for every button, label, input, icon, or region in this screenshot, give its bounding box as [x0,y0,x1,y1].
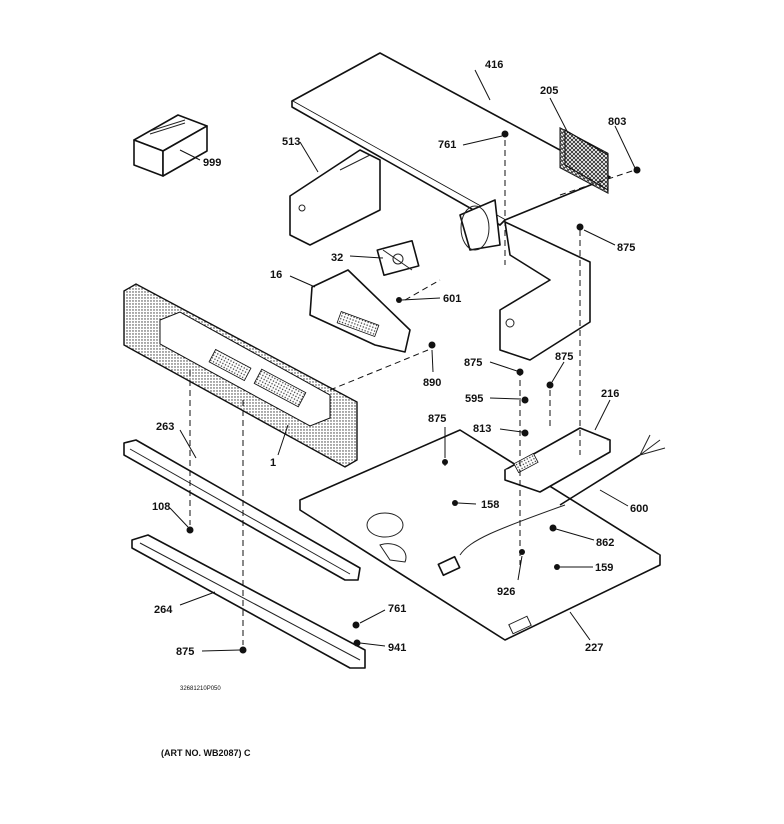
label-813: 813 [473,423,491,435]
label-32: 32 [331,252,343,264]
label-761-bottom: 761 [388,603,406,615]
label-875-chassis: 875 [428,413,446,425]
label-761-top: 761 [438,139,456,151]
label-158: 158 [481,499,499,511]
label-875-rear: 875 [617,242,635,254]
label-159: 159 [595,562,613,574]
drawing-code: 32681210P050 [180,686,221,692]
label-513: 513 [282,136,300,148]
fasteners [186,130,641,654]
label-1: 1 [270,457,276,469]
trim-strip-part-263 [123,439,361,581]
label-926: 926 [497,586,515,598]
label-205: 205 [540,85,558,97]
label-216: 216 [601,388,619,400]
label-416: 416 [485,59,503,71]
label-600: 600 [630,503,648,515]
label-108: 108 [152,501,170,513]
label-890: 890 [423,377,441,389]
chassis-part-227 [299,429,661,641]
label-227: 227 [585,642,603,654]
label-601: 601 [443,293,461,305]
label-941: 941 [388,642,406,654]
bottom-trim-part-264 [131,534,366,669]
side-panel-part-513 [289,141,381,246]
assembly-lines [189,140,636,645]
bracket-part-216 [504,427,611,493]
rear-housing [459,199,591,361]
label-875-bottom: 875 [176,646,194,658]
leader-lines [169,97,636,652]
wire-harness-part-600 [437,434,666,577]
label-875-mid: 875 [464,357,482,369]
art-number: (ART NO. WB2087) C [161,748,251,758]
label-16: 16 [270,269,282,281]
rear-vent-part-205 [564,128,609,192]
label-595: 595 [465,393,483,405]
fan-assembly-part-32 [376,239,420,277]
label-875-right: 875 [555,351,573,363]
label-999: 999 [203,157,221,169]
label-803: 803 [608,116,626,128]
control-panel-part-1 [123,283,358,468]
label-263: 263 [156,421,174,433]
label-264: 264 [154,604,173,616]
label-862: 862 [596,537,614,549]
control-board-part-16 [309,269,411,353]
carton-part-999 [133,114,208,177]
